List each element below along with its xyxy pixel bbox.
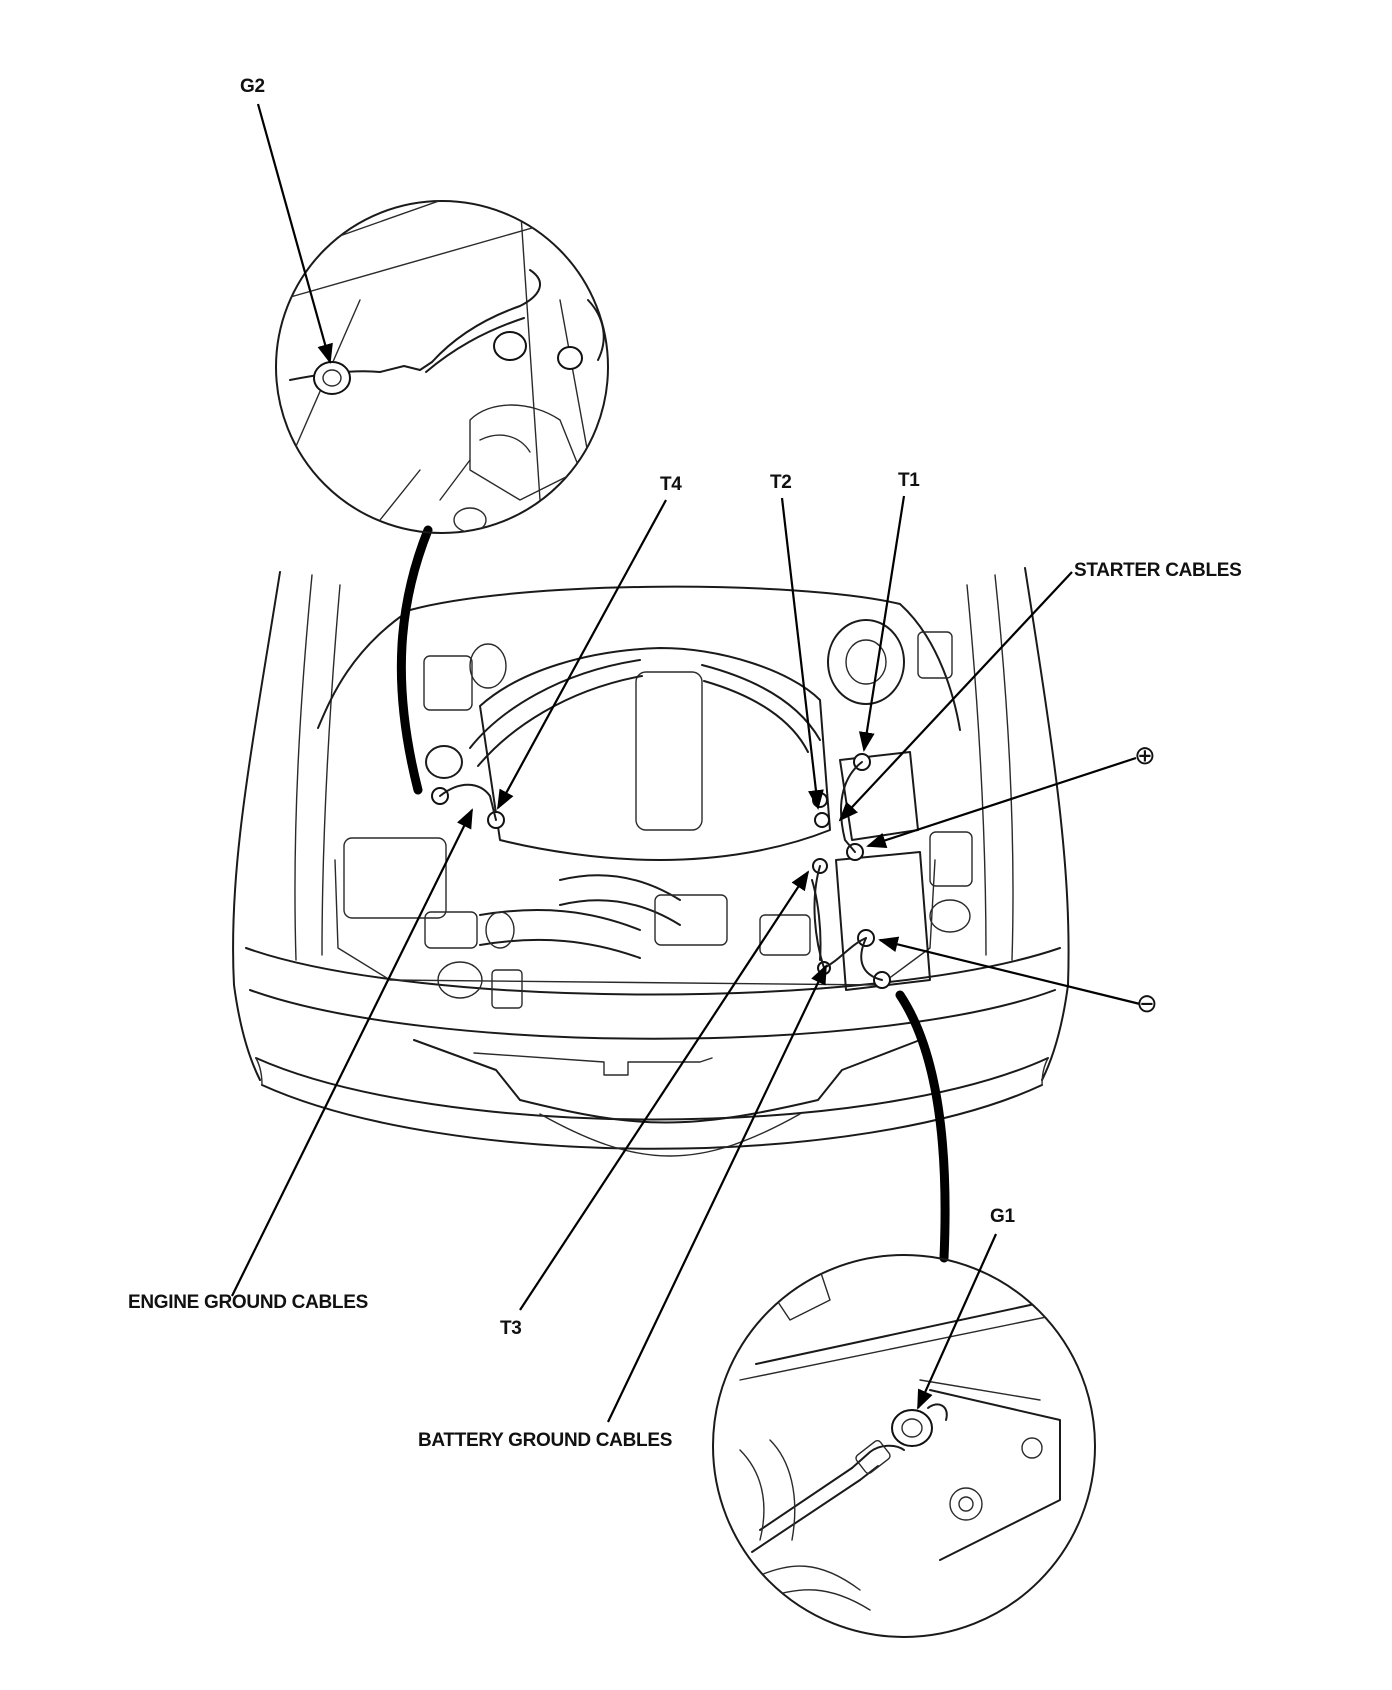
label-t2: T2 [770,472,792,493]
g1-connector-line [895,990,950,1263]
engine-components [343,619,973,1009]
label-starter-cables: STARTER CABLES [1074,560,1242,581]
label-battery-ground-cables: BATTERY GROUND CABLES [418,1430,673,1451]
engine-cables [439,761,883,981]
label-negative-terminal: ⊖ [1136,988,1158,1018]
label-t3: T3 [500,1318,522,1339]
label-engine-ground-cables: ENGINE GROUND CABLES [128,1292,368,1313]
label-t1: T1 [898,470,920,491]
car-body-outline [232,567,1070,1157]
g2-connector-line [396,525,433,795]
label-positive-terminal: ⊕ [1134,740,1156,770]
label-g2: G2 [240,76,265,97]
label-g1: G1 [990,1206,1015,1227]
g1-detail-view [712,1254,1096,1638]
g2-detail-view [275,200,609,534]
label-t4: T4 [660,474,682,495]
leader-lines [231,103,1141,1423]
